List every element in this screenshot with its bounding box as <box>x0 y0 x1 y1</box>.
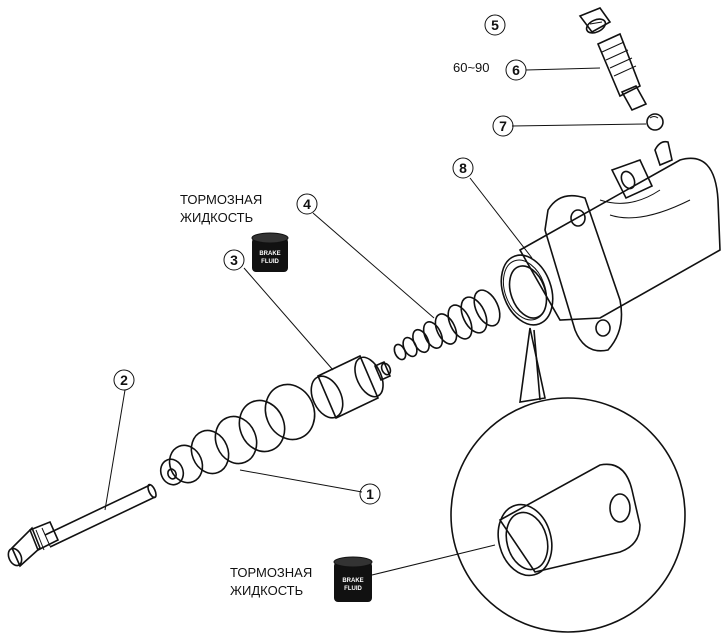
svg-text:BRAKE: BRAKE <box>342 578 363 584</box>
callout-2: 2 <box>113 369 135 391</box>
svg-text:FLUID: FLUID <box>261 259 279 265</box>
check-ball <box>646 113 664 131</box>
svg-text:3: 3 <box>230 252 238 268</box>
cylinder-body <box>500 140 721 352</box>
bleeder-cap <box>578 7 612 34</box>
svg-text:4: 4 <box>303 196 311 212</box>
svg-text:8: 8 <box>459 160 467 176</box>
svg-text:5: 5 <box>491 17 499 33</box>
piston <box>310 354 392 420</box>
callout-6: 6 <box>505 59 527 81</box>
detail-callout <box>450 327 686 633</box>
torque-value: 60~90 <box>453 60 490 75</box>
brake-fluid-label-bottom-line1: ТОРМОЗНАЯ <box>230 565 312 580</box>
callout-3: 3 <box>223 249 245 271</box>
leader-lines <box>104 21 647 511</box>
brake-fluid-label-bottom-line2: ЖИДКОСТЬ <box>230 583 303 598</box>
callout-5: 5 <box>484 14 506 36</box>
callout-8: 8 <box>452 157 474 179</box>
brake-fluid-can-bottom: BRAKE FLUID <box>333 556 373 602</box>
push-rod <box>7 483 157 568</box>
brake-fluid-label-top-line1: ТОРМОЗНАЯ <box>180 192 262 207</box>
callout-7: 7 <box>492 115 514 137</box>
brake-fluid-label-top-line2: ЖИДКОСТЬ <box>180 210 253 225</box>
svg-text:BRAKE: BRAKE <box>259 251 280 257</box>
callout-1: 1 <box>359 483 381 505</box>
svg-text:6: 6 <box>512 62 520 78</box>
return-spring <box>393 289 501 361</box>
svg-text:1: 1 <box>366 486 374 502</box>
rubber-boot <box>159 383 316 486</box>
bleeder-screw <box>596 32 648 112</box>
brake-fluid-can-top: BRAKE FLUID <box>251 232 289 272</box>
svg-text:2: 2 <box>120 372 128 388</box>
svg-text:7: 7 <box>499 118 507 134</box>
callout-4: 4 <box>296 193 318 215</box>
svg-text:FLUID: FLUID <box>344 586 362 592</box>
